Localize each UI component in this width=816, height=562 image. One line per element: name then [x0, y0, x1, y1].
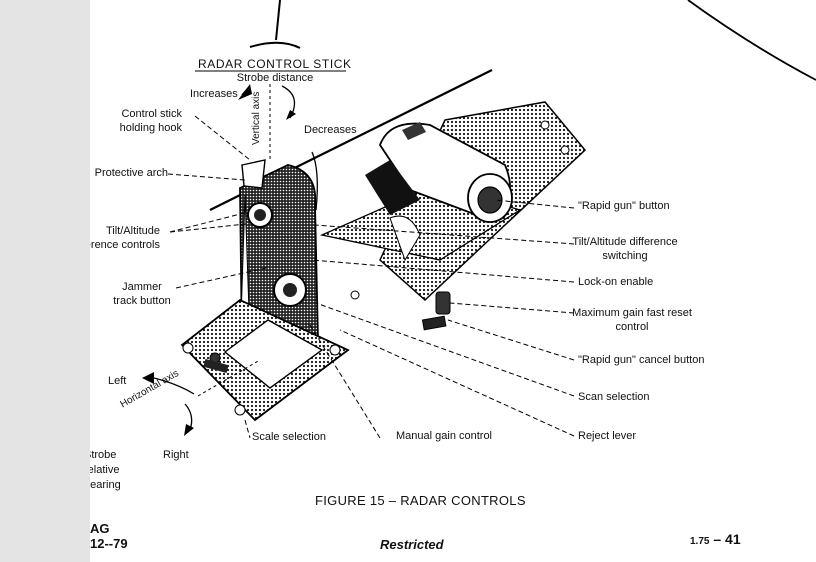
left-margin-gutter [0, 0, 90, 562]
figure-caption: FIGURE 15 – RADAR CONTROLS [315, 493, 526, 508]
label-max-gain-fast-reset: Maximum gain fast reset control [572, 307, 692, 333]
label-strobe-distance: Strobe distance [236, 72, 314, 84]
label-tilt-altitude-controls: Tilt/Altitude difference controls [90, 225, 160, 251]
figure-title: RADAR CONTROL STICK [198, 57, 352, 71]
label-scale-selection: Scale selection [252, 431, 326, 443]
label-rapid-gun-cancel: "Rapid gun" cancel button [578, 354, 705, 366]
label-tilt-altitude-switching: Tilt/Altitude difference switching [572, 236, 678, 262]
page-number-section: 1.75 [690, 536, 710, 547]
label-right: Right [163, 449, 189, 461]
footer-doc-id: AG 12--79 [90, 521, 128, 551]
label-rapid-gun-button: "Rapid gun" button [578, 200, 670, 212]
page-number: 1.75 – 41 [690, 531, 741, 549]
label-strobe-relative-bearing: Strobe relative bearing [90, 449, 121, 491]
label-decreases: Decreases [304, 124, 357, 136]
label-protective-arch: Protective arch [94, 167, 168, 179]
label-reject-lever: Reject lever [578, 430, 637, 442]
footer-doc-id-line2: 12--79 [90, 536, 128, 551]
page-number-page: 41 [725, 531, 741, 547]
label-vertical-axis: Vertical axis [251, 91, 262, 145]
label-jammer-track-button: Jammer track button [113, 281, 171, 307]
label-manual-gain-control: Manual gain control [396, 430, 493, 442]
label-left: Left [108, 375, 127, 387]
label-control-stick-hook: Control stick holding hook [119, 108, 182, 134]
label-lock-on-enable: Lock-on enable [578, 276, 654, 288]
radar-controls-illustration [142, 0, 816, 439]
page-number-separator: – [709, 531, 726, 547]
footer-doc-id-line1: AG [90, 521, 110, 536]
label-scan-selection: Scan selection [578, 391, 650, 403]
document-page: RADAR CONTROL STICK Strobe distance Incr… [90, 0, 816, 562]
label-increases: Increases [190, 88, 238, 100]
footer-classification: Restricted [380, 537, 444, 552]
